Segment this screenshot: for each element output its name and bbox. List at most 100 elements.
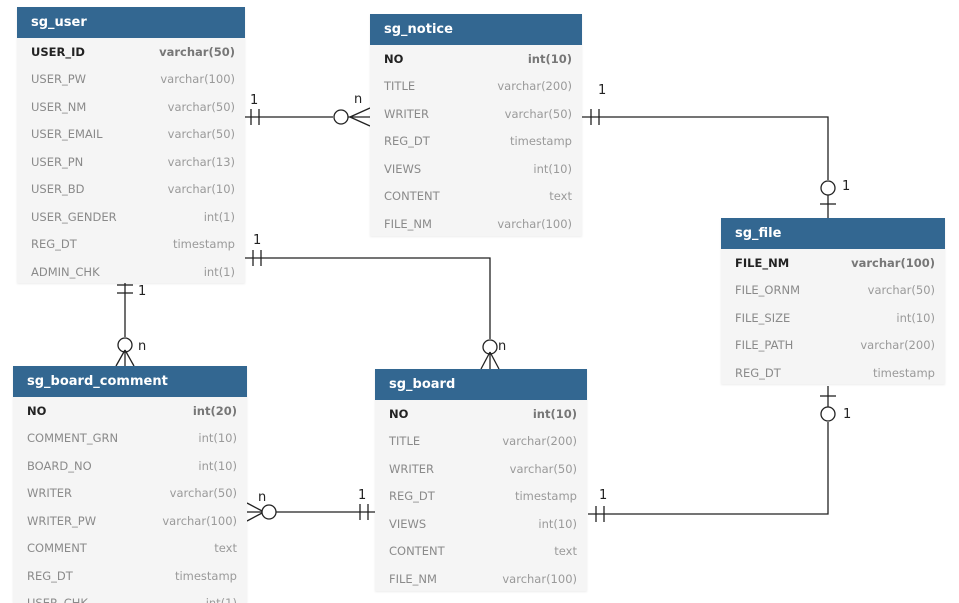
card-user-notice-from: 1 xyxy=(250,93,258,108)
field-type: int(10) xyxy=(198,458,237,473)
field-row[interactable]: FILE_NM varchar(100) xyxy=(375,565,587,591)
field-type: varchar(50) xyxy=(167,127,235,142)
field-name: USER_GENDER xyxy=(31,209,117,224)
field-type: timestamp xyxy=(509,134,572,149)
entity-title: sg_user xyxy=(17,7,245,38)
relationship-comment-board[interactable] xyxy=(246,502,375,522)
field-name: REG_DT xyxy=(27,568,73,583)
field-type: varchar(50) xyxy=(867,283,935,298)
field-type: text xyxy=(549,189,572,204)
field-name: REG_DT xyxy=(389,489,435,504)
relationship-user-board[interactable] xyxy=(245,250,500,370)
field-row[interactable]: FILE_ORNM varchar(50) xyxy=(721,277,945,305)
field-type: timestamp xyxy=(174,568,237,583)
field-row[interactable]: BOARD_NO int(10) xyxy=(13,452,247,480)
field-type: varchar(100) xyxy=(851,255,935,270)
field-type: int(1) xyxy=(203,209,235,224)
field-name: USER_EMAIL xyxy=(31,127,103,142)
field-type: int(10) xyxy=(527,51,572,66)
field-name: VIEWS xyxy=(384,161,422,176)
card-comment-board-from: n xyxy=(258,490,266,505)
field-row[interactable]: COMMENT text xyxy=(13,535,247,563)
relationship-notice-file[interactable] xyxy=(582,109,836,218)
field-name: COMMENT xyxy=(27,541,87,556)
field-row[interactable]: REG_DT timestamp xyxy=(721,359,945,384)
field-row[interactable]: USER_NM varchar(50) xyxy=(17,93,245,121)
field-type: varchar(50) xyxy=(159,44,235,59)
field-type: int(1) xyxy=(206,596,237,603)
field-type: timestamp xyxy=(872,365,935,380)
field-row[interactable]: CONTENT text xyxy=(375,538,587,566)
field-type: varchar(50) xyxy=(167,99,235,114)
field-type: varchar(100) xyxy=(162,513,237,528)
field-name: TITLE xyxy=(384,79,416,94)
field-type: int(20) xyxy=(192,403,237,418)
card-notice-file-to: 1 xyxy=(842,179,850,194)
primary-key-row[interactable]: NO int(10) xyxy=(370,45,582,73)
field-row[interactable]: ADMIN_CHK int(1) xyxy=(17,258,245,283)
relationship-board-file[interactable] xyxy=(588,386,836,522)
relationship-user-notice[interactable] xyxy=(245,107,371,127)
card-notice-file-from: 1 xyxy=(598,83,606,98)
field-row[interactable]: REG_DT timestamp xyxy=(13,562,247,590)
relationship-user-comment[interactable] xyxy=(115,282,135,367)
card-user-notice-to: n xyxy=(354,92,362,107)
entity-title: sg_board xyxy=(375,369,587,400)
field-name: USER_PW xyxy=(31,72,87,87)
field-name: ADMIN_CHK xyxy=(31,264,100,279)
field-name: WRITER xyxy=(27,486,73,501)
field-type: int(10) xyxy=(896,310,935,325)
field-type: int(10) xyxy=(533,161,572,176)
field-type: int(10) xyxy=(538,516,577,531)
field-type: text xyxy=(554,544,577,559)
field-name: BOARD_NO xyxy=(27,458,92,473)
field-row[interactable]: USER_GENDER int(1) xyxy=(17,203,245,231)
field-name: REG_DT xyxy=(31,237,77,252)
field-row[interactable]: USER_EMAIL varchar(50) xyxy=(17,121,245,149)
field-name: REG_DT xyxy=(735,365,781,380)
field-type: text xyxy=(214,541,237,556)
field-name: FILE_NM xyxy=(389,571,437,586)
field-row[interactable]: VIEWS int(10) xyxy=(370,155,582,183)
field-type: varchar(100) xyxy=(502,571,577,586)
card-user-board-from: 1 xyxy=(253,233,261,248)
field-name: NO xyxy=(384,51,404,66)
field-name: FILE_ORNM xyxy=(735,283,800,298)
field-name: WRITER xyxy=(389,461,435,476)
field-type: int(10) xyxy=(198,431,237,446)
field-type: int(1) xyxy=(203,264,235,279)
field-name: CONTENT xyxy=(389,544,445,559)
card-comment-board-to: 1 xyxy=(358,488,366,503)
field-name: USER_NM xyxy=(31,99,87,114)
